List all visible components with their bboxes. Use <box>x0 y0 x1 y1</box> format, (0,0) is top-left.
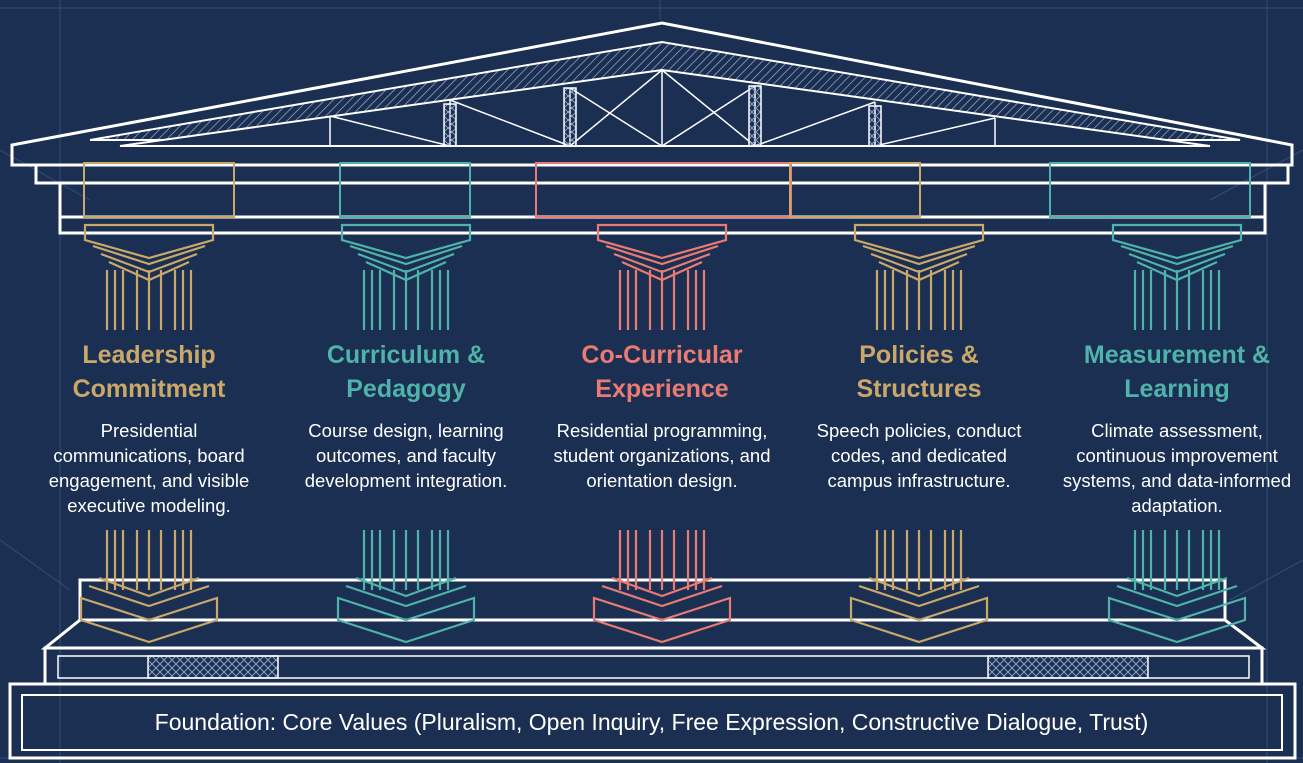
pediment <box>10 21 1294 167</box>
entablature-color-bands <box>83 162 1251 218</box>
pillar-title: Leadership Commitment <box>72 341 226 403</box>
column-4 <box>849 223 989 644</box>
column-5 <box>1107 223 1247 644</box>
column-1 <box>79 223 219 644</box>
column-base <box>79 576 219 644</box>
pillar-title: Co-Curricular Experience <box>581 341 743 403</box>
pillar-curriculum: Curriculum & Pedagogy Course design, lea… <box>286 338 526 493</box>
pillar-leadership: Leadership Commitment Presidential commu… <box>29 338 269 518</box>
column-capital <box>596 223 728 282</box>
column-2 <box>336 223 476 644</box>
column-base <box>1107 576 1247 644</box>
foundation-label: Foundation: Core Values (Pluralism, Open… <box>154 709 1149 735</box>
pillar-measurement: Measurement & Learning Climate assessmen… <box>1057 338 1297 518</box>
base <box>8 578 1297 760</box>
column-base <box>849 576 989 644</box>
pillar-title: Measurement & Learning <box>1083 341 1271 403</box>
pillar-description: Presidential communications, board engag… <box>48 420 250 516</box>
column-base <box>336 576 476 644</box>
pillar-description: Speech policies, conduct codes, and dedi… <box>816 420 1022 491</box>
pillar-title: Curriculum & Pedagogy <box>326 341 486 403</box>
column-capital <box>853 223 985 282</box>
pillar-description: Course design, learning outcomes, and fa… <box>304 420 508 491</box>
entablature <box>34 163 1290 235</box>
pillar-description: Climate assessment, continuous improveme… <box>1062 420 1292 516</box>
truss <box>329 69 996 147</box>
column-capital <box>83 223 215 282</box>
pillar-title: Policies & Structures <box>856 341 982 403</box>
column-capital <box>1111 223 1243 282</box>
column-capital <box>340 223 472 282</box>
column-base <box>592 576 732 644</box>
pillar-co-curricular: Co-Curricular Experience Residential pro… <box>542 338 782 493</box>
column-3 <box>592 223 732 644</box>
pillar-policies: Policies & Structures Speech policies, c… <box>799 338 1039 493</box>
pillar-description: Residential programming, student organiz… <box>553 420 771 491</box>
